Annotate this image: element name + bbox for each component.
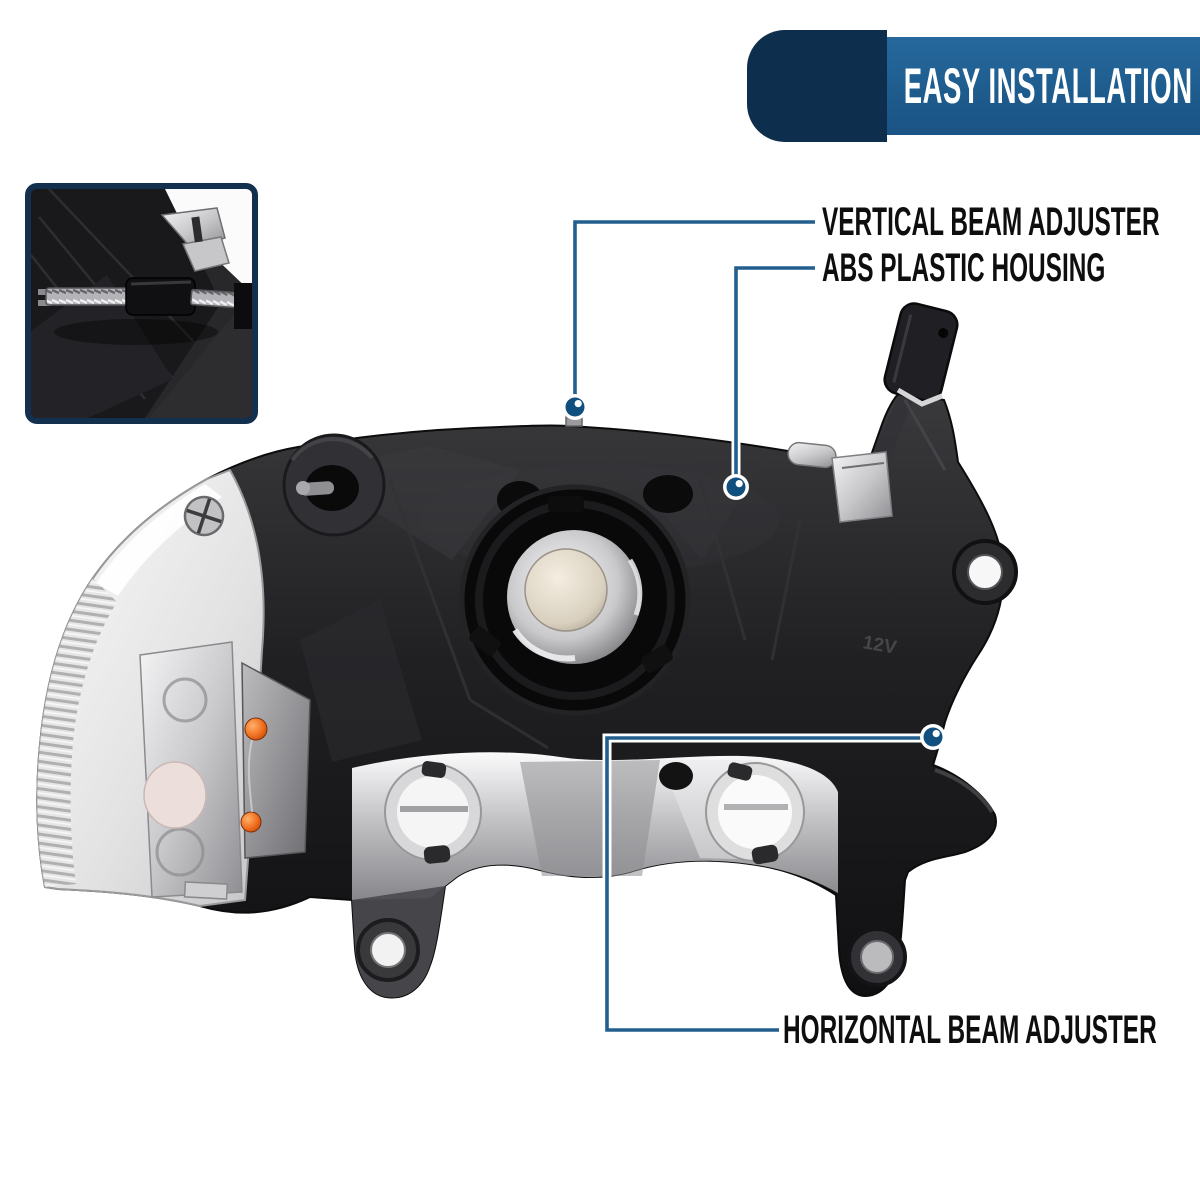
amber-bulb <box>240 811 262 833</box>
adjuster-boss <box>282 433 386 537</box>
corner-lens <box>36 468 311 908</box>
reflector-hole <box>143 761 207 829</box>
mount-tab-left <box>352 886 445 998</box>
bulb-socket: 12V <box>459 484 898 716</box>
easy-installation-banner: EASY INSTALLATION <box>747 30 1200 142</box>
mount-tab-right <box>847 927 907 987</box>
callout-label-horizontal-beam-adjuster: HORIZONTAL BEAM ADJUSTER <box>783 1008 1157 1052</box>
vertical-adjuster-screw <box>565 399 583 427</box>
cross-screw <box>183 495 225 537</box>
mount-ring <box>952 539 1018 605</box>
callout-label-abs-plastic-housing: ABS PLASTIC HOUSING <box>822 246 1106 290</box>
adjuster-closeup-image <box>31 189 252 418</box>
callout-label-vertical-beam-adjuster: VERTICAL BEAM ADJUSTER <box>822 200 1160 244</box>
fin-highlight <box>934 768 994 814</box>
banner-label: EASY INSTALLATION <box>903 58 1193 114</box>
adjuster-closeup-inset <box>25 183 258 424</box>
housing-hole <box>643 475 693 513</box>
bulb <box>524 548 608 632</box>
mount-bracket <box>868 302 959 471</box>
housing-hole <box>659 762 693 790</box>
amber-bulb <box>244 717 268 741</box>
bulb-hole-left <box>384 761 482 864</box>
